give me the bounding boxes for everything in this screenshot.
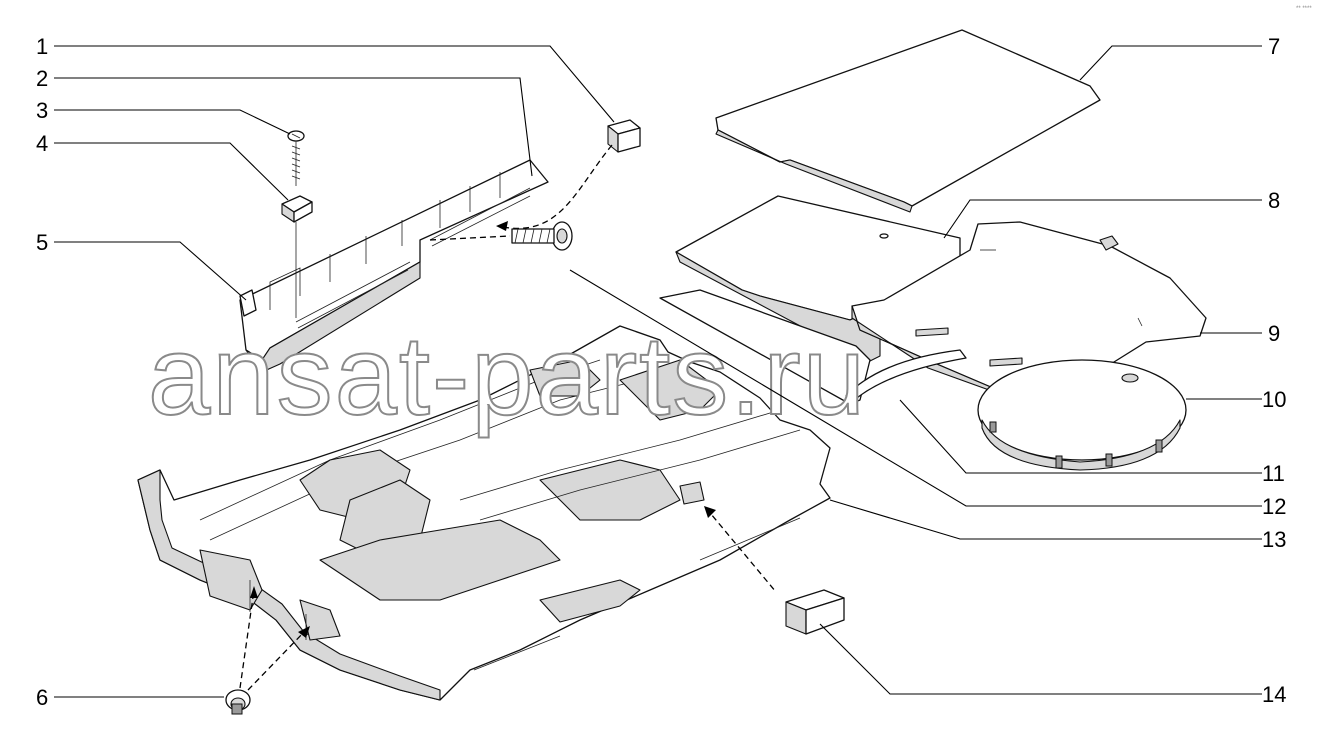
callout-8: 8 bbox=[1268, 188, 1280, 213]
callout-12: 12 bbox=[1262, 494, 1286, 519]
part-6-dashed-guide-a bbox=[239, 589, 255, 689]
callout-1: 1 bbox=[36, 34, 48, 59]
part-14-block-pad bbox=[785, 589, 845, 635]
part-6-dashed-guide-b bbox=[247, 629, 307, 691]
part-6-guide-arrow-a bbox=[250, 586, 258, 598]
part-8-panel bbox=[659, 195, 961, 405]
part-1-pad bbox=[607, 119, 641, 153]
watermark: ansat-parts.ru bbox=[148, 313, 867, 438]
callout-6: 6 bbox=[36, 685, 48, 710]
callout-13: 13 bbox=[1262, 527, 1286, 552]
callout-14: 14 bbox=[1262, 682, 1286, 707]
part-13-guide-arrow bbox=[704, 506, 716, 518]
part-2-sill-trim bbox=[239, 159, 549, 373]
callout-leader-lines bbox=[54, 45, 1262, 698]
part-6-guide-arrow-b bbox=[298, 626, 310, 638]
callout-10: 10 bbox=[1262, 387, 1286, 412]
part-4-clip bbox=[281, 195, 313, 318]
part-12-bolt bbox=[511, 221, 573, 251]
callout-labels: 1 2 3 4 5 6 7 8 9 10 11 12 13 14 bbox=[36, 34, 1286, 710]
part-1-guide-arrow bbox=[496, 221, 508, 231]
part-10-round-cover bbox=[977, 359, 1187, 471]
callout-9: 9 bbox=[1268, 321, 1280, 346]
callout-4: 4 bbox=[36, 131, 48, 156]
part-6-push-clip bbox=[225, 689, 251, 715]
part-11-trim-strip bbox=[845, 349, 967, 403]
corner-mark: ** **** bbox=[1296, 6, 1312, 12]
callout-2: 2 bbox=[36, 66, 48, 91]
part-13-dashed-guide bbox=[705, 507, 777, 593]
part-13-floor-carpet bbox=[137, 325, 831, 701]
callout-7: 7 bbox=[1268, 34, 1280, 59]
part-7-panel bbox=[715, 29, 1101, 213]
callout-3: 3 bbox=[36, 98, 48, 123]
callout-11: 11 bbox=[1262, 461, 1285, 486]
callout-5: 5 bbox=[36, 230, 48, 255]
part-3-screw bbox=[287, 130, 305, 186]
part-12-dashed-guide bbox=[429, 235, 511, 241]
part-1-dashed-guide bbox=[497, 144, 613, 229]
